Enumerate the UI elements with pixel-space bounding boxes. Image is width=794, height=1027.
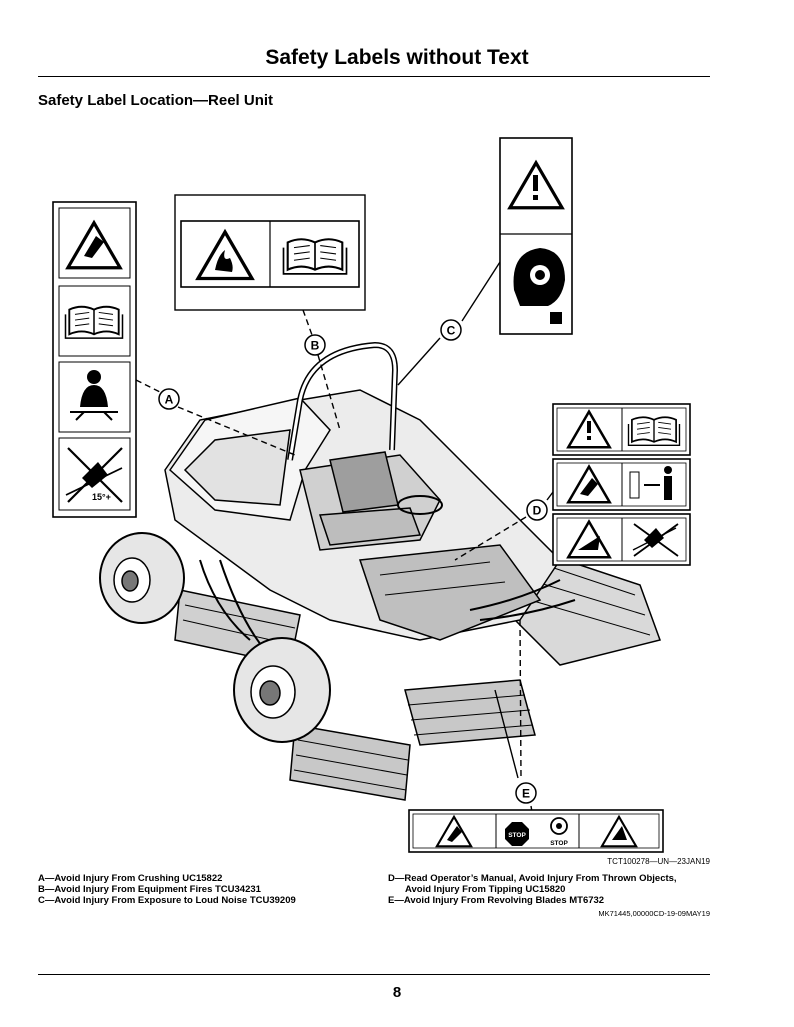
legend-item-d: D—Read Operator’s Manual, Avoid Injury F… — [388, 873, 677, 884]
legend-item-e: E—Avoid Injury From Revolving Blades MT6… — [388, 895, 605, 906]
svg-text:E: E — [522, 787, 530, 801]
label-a-angle: 15°+ — [92, 492, 111, 502]
legend-item-d-continued: Avoid Injury From Tipping UC15820 — [405, 884, 566, 895]
reel-mower-drawing — [99, 341, 661, 801]
label-b-fires — [174, 194, 366, 311]
document-id: MK71445,00000CD-19-09MAY19 — [598, 909, 710, 918]
legend-item-a: A—Avoid Injury From Crushing UC15822 — [38, 873, 223, 884]
svg-text:B: B — [311, 339, 320, 353]
callout-b: B — [304, 334, 326, 356]
page-number: 8 — [392, 984, 402, 1001]
label-a-crushing: 15°+ — [52, 201, 137, 518]
label-c-loud-noise — [499, 137, 573, 335]
svg-text:D: D — [533, 504, 542, 518]
legend-left: A—Avoid Injury From Crushing UC15822 B—A… — [38, 873, 378, 906]
legend-item-c: C—Avoid Injury From Exposure to Loud Noi… — [38, 895, 296, 906]
header-rule — [38, 76, 710, 77]
callout-d: D — [526, 499, 548, 521]
figure-id: TCT100278—UN—23JAN19 — [607, 857, 710, 866]
stop-sign-left: STOP — [508, 832, 526, 839]
stop-sign-right: STOP — [550, 840, 568, 847]
label-d-manual-thrown-objects-tipping — [552, 403, 691, 566]
section-title: Safety Label Location—Reel Unit — [38, 92, 274, 109]
callout-c: C — [440, 319, 462, 341]
label-e-revolving-blades: STOP STOP — [408, 809, 664, 853]
callout-e: E — [515, 782, 537, 804]
legend-item-b: B—Avoid Injury From Equipment Fires TCU3… — [38, 884, 261, 895]
callout-a: A — [158, 388, 180, 410]
page-title: Safety Labels without Text — [265, 46, 529, 69]
leader-lines — [135, 261, 554, 813]
footer-rule — [38, 974, 710, 975]
legend-right: D—Read Operator’s Manual, Avoid Injury F… — [388, 873, 718, 906]
svg-text:A: A — [165, 393, 174, 407]
svg-text:C: C — [447, 324, 456, 338]
